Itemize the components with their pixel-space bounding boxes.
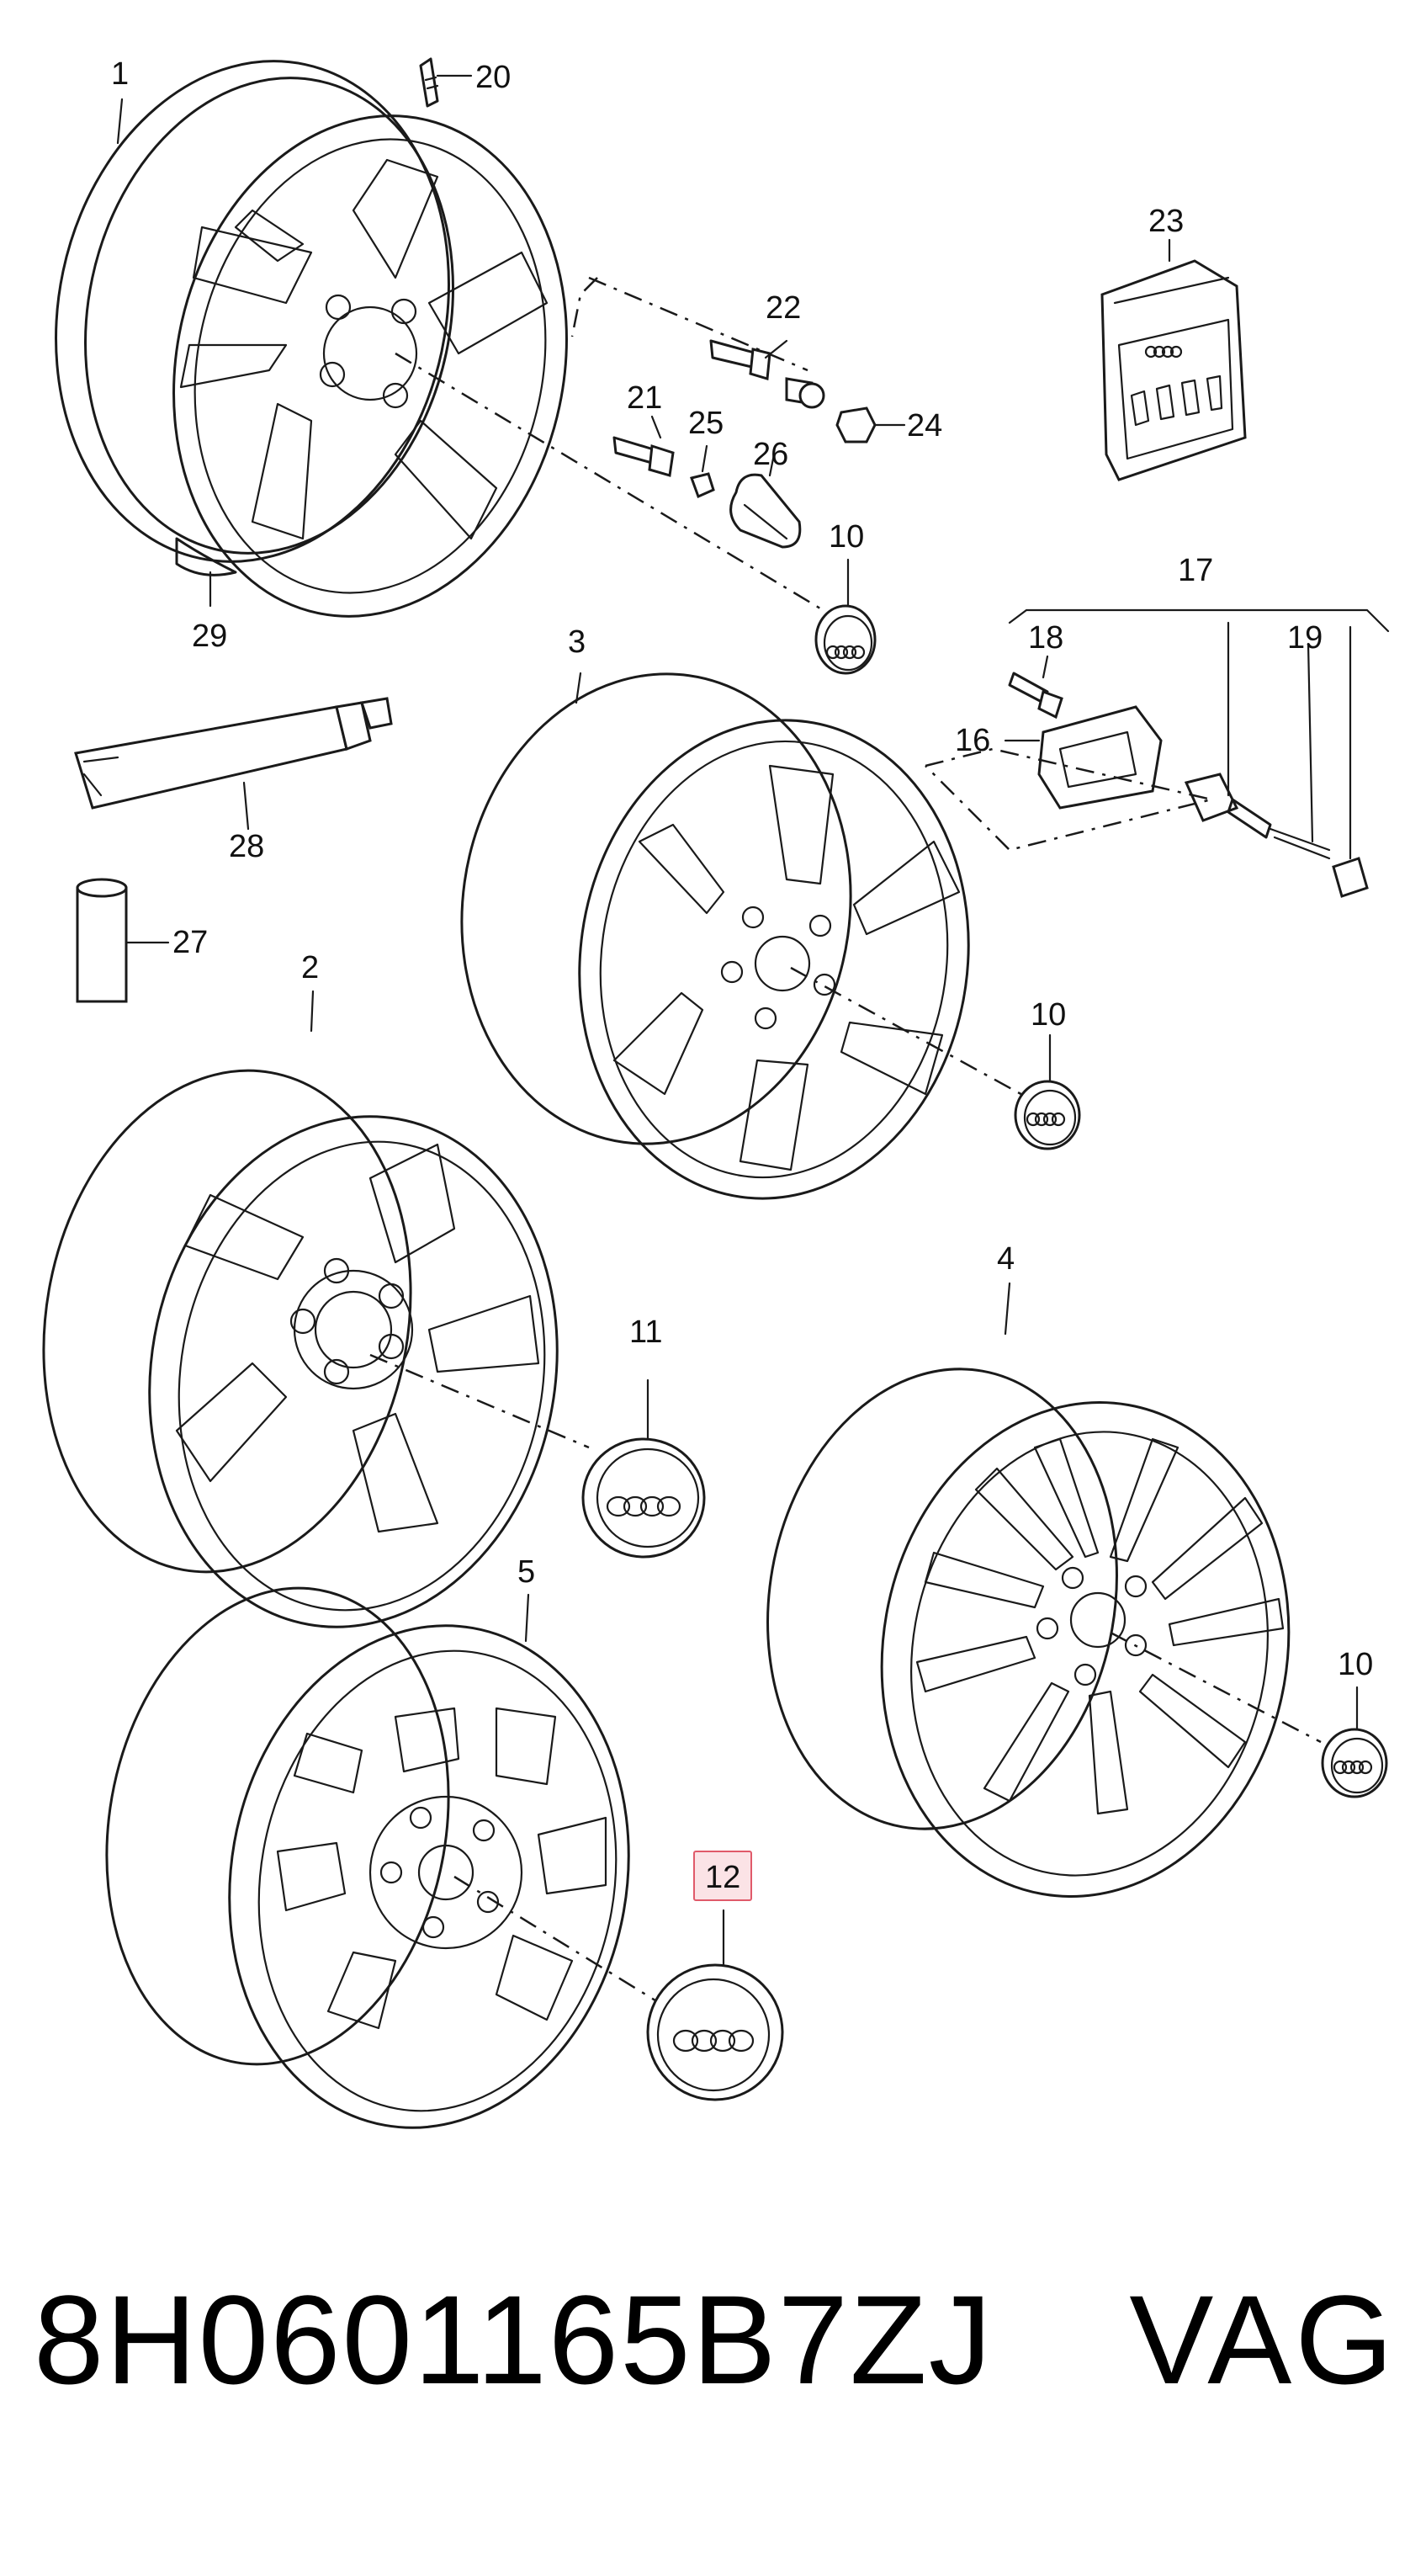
tpms-sensor-16 — [1004, 705, 1163, 810]
wheel-4 — [766, 1368, 1291, 1898]
nut-24 — [835, 406, 906, 443]
part-number: 8H0601165B7ZJ — [34, 2269, 994, 2410]
callout-21: 21 — [627, 380, 662, 416]
part-number-footer: 8H0601165B7ZJ VAG — [34, 2255, 1397, 2424]
wheel-5 — [105, 1586, 630, 2129]
callout-2: 2 — [301, 950, 319, 985]
grease-tube-28 — [74, 697, 393, 831]
callout-22: 22 — [766, 290, 801, 326]
callout-18: 18 — [1028, 620, 1063, 656]
dash-bracket-upper — [588, 276, 808, 372]
valve-stem-20 — [419, 57, 473, 108]
callout-27: 27 — [172, 925, 208, 960]
wheel-3 — [460, 672, 970, 1200]
clip-26 — [729, 453, 802, 549]
valve-kit-23 — [1100, 238, 1247, 481]
dash-wheel5-cap — [453, 1875, 674, 2013]
center-cap-10-lower — [1321, 1686, 1388, 1798]
leader-3 — [575, 672, 582, 704]
center-cap-10-mid — [1014, 1033, 1081, 1150]
callout-28: 28 — [229, 829, 264, 864]
valve-cap-17b — [1332, 625, 1369, 898]
callout-10-lower: 10 — [1338, 1647, 1373, 1682]
screw-18 — [1008, 655, 1063, 720]
leader-4 — [1004, 1282, 1011, 1336]
callout-10-top: 10 — [829, 519, 864, 555]
valve-17 — [1184, 621, 1272, 839]
dash-wheel3-cap — [790, 966, 1052, 1113]
cap-25 — [690, 444, 715, 499]
callout-1: 1 — [111, 56, 129, 92]
spray-can-27 — [76, 878, 170, 1003]
dash-bracket-16 — [925, 747, 1212, 852]
callout-12: 12 — [705, 1860, 740, 1895]
callout-3: 3 — [568, 624, 586, 660]
dash-wheel2-cap — [369, 1353, 590, 1449]
valve-insert-19 — [1269, 642, 1331, 860]
callout-20: 20 — [475, 60, 511, 95]
leader-1 — [116, 98, 124, 145]
callout-24: 24 — [907, 408, 942, 443]
dash-bracket-top — [570, 277, 598, 337]
callout-25: 25 — [688, 406, 724, 441]
callout-4: 4 — [997, 1241, 1015, 1277]
bolt-21 — [612, 415, 675, 477]
callout-5: 5 — [517, 1554, 535, 1590]
center-cap-11 — [581, 1378, 706, 1559]
leader-5 — [524, 1593, 530, 1643]
callout-26: 26 — [753, 437, 788, 472]
callout-17: 17 — [1178, 553, 1213, 588]
dash-wheel1-cap — [395, 352, 859, 633]
center-cap-12 — [646, 1909, 784, 2101]
center-cap-10-top — [814, 558, 877, 675]
callout-16: 16 — [955, 723, 990, 758]
callout-10-mid: 10 — [1031, 997, 1066, 1033]
wheel-2 — [42, 1069, 559, 1628]
wheel-1 — [55, 60, 568, 618]
callout-11: 11 — [629, 1315, 662, 1350]
dash-wheel4-cap — [1110, 1631, 1322, 1744]
bolt-22 — [709, 339, 788, 380]
brand-name: VAG — [1129, 2269, 1397, 2410]
callout-highlight-box — [693, 1851, 752, 1901]
bracket-17 — [1008, 608, 1390, 633]
leader-2 — [310, 990, 315, 1033]
callout-23: 23 — [1148, 204, 1184, 239]
callout-19: 19 — [1287, 620, 1323, 656]
bolt-22-part — [785, 377, 825, 409]
callout-29: 29 — [192, 619, 227, 654]
